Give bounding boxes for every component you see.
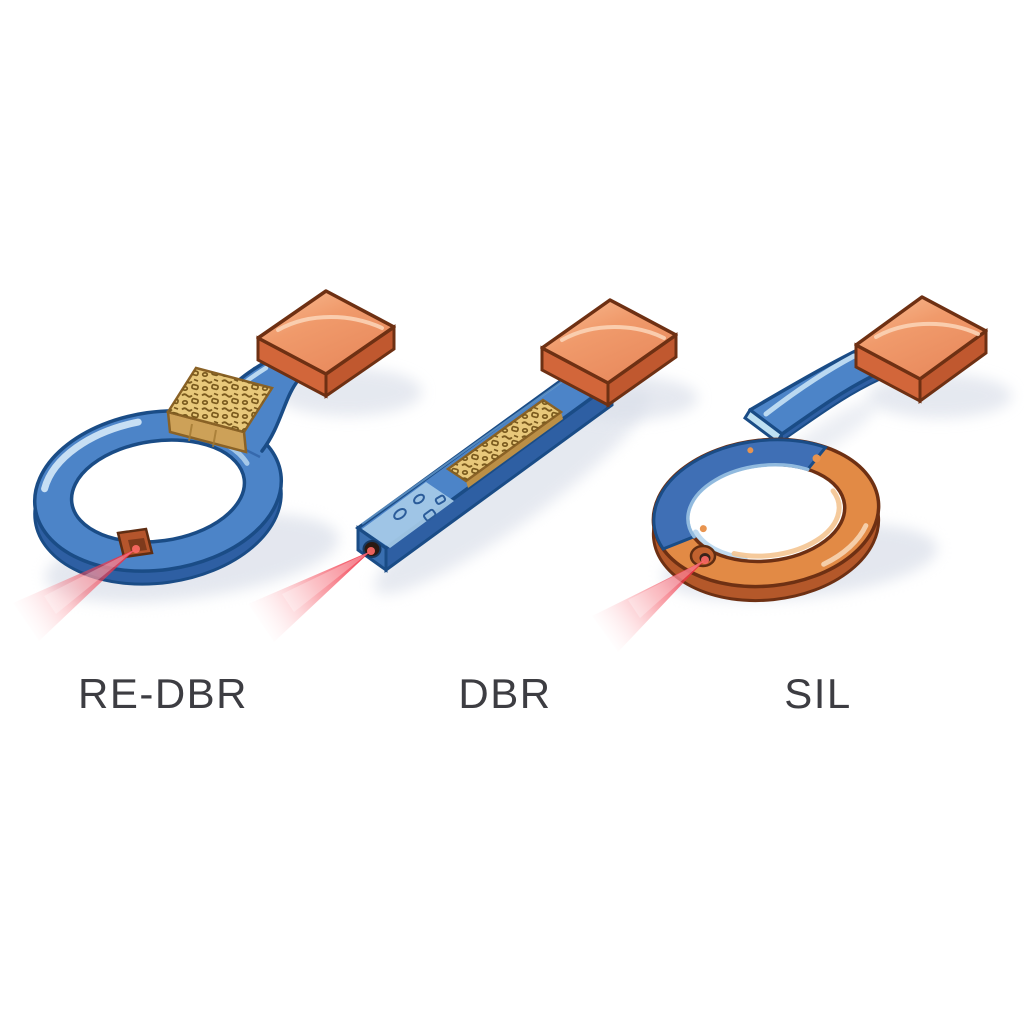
bar-shadow <box>374 389 650 595</box>
block-top <box>256 289 396 376</box>
mount-block <box>256 289 396 399</box>
neck-edge-right <box>260 376 302 453</box>
grating-pattern <box>448 400 561 481</box>
arc-transition-speckles <box>699 447 821 533</box>
etched-symbol <box>413 493 425 505</box>
laser-glow <box>701 556 709 564</box>
stem-sheen <box>763 353 857 417</box>
grating-side-striations <box>188 423 217 448</box>
speckle <box>699 525 707 533</box>
block-top <box>854 295 988 381</box>
ring-inner-rim-highlight <box>731 488 842 559</box>
mount-block <box>854 295 988 404</box>
speckle <box>812 454 821 463</box>
neck-nick-mark <box>245 448 261 459</box>
block-sheen <box>276 315 384 332</box>
ring-hole <box>687 464 845 562</box>
device-sil <box>592 295 1012 652</box>
laser-beam-core <box>44 549 136 614</box>
block-sheen <box>874 321 980 339</box>
etched-symbols <box>393 493 447 522</box>
block-sheen <box>560 325 666 342</box>
mount-block <box>540 298 678 408</box>
laser-beam-core <box>282 551 371 612</box>
laser-beam <box>248 551 371 642</box>
etched-symbol <box>393 507 407 521</box>
block-top <box>540 298 678 385</box>
laser-glow <box>367 547 375 555</box>
laser-beam <box>13 549 136 641</box>
etched-symbol <box>422 508 437 522</box>
grating-pattern <box>168 368 272 432</box>
grating-side-edge <box>466 412 563 488</box>
laser-beam-core <box>628 560 705 618</box>
label-dbr: DBR <box>458 670 551 717</box>
inner-wall-blue-tint <box>692 529 748 562</box>
laser-beam <box>592 560 705 652</box>
device-re-dbr <box>13 289 422 641</box>
device-labels: RE-DBR DBR SIL <box>78 670 852 717</box>
speckle <box>747 447 754 454</box>
device-dbr <box>248 298 698 642</box>
ring-sheen <box>821 523 869 567</box>
label-sil: SIL <box>784 670 852 717</box>
laser-glow <box>132 545 140 553</box>
ring-hole <box>71 440 245 542</box>
ring-sheen-outer <box>41 418 142 493</box>
blue-arc-highlight <box>686 463 810 539</box>
bar-light-panel <box>362 482 454 548</box>
bar-edge-highlight <box>361 365 585 525</box>
label-re-dbr: RE-DBR <box>78 670 248 717</box>
etched-symbol <box>434 494 447 505</box>
